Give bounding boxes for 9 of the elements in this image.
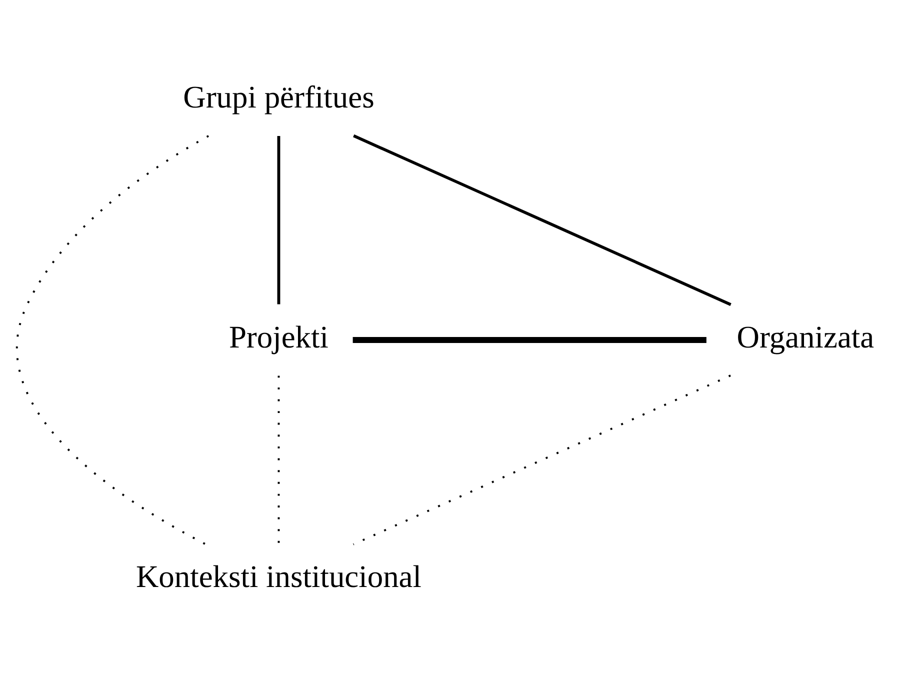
node-text: Organizata	[736, 319, 874, 354]
node-text: Projekti	[228, 319, 329, 354]
connector	[353, 134, 732, 306]
connector	[277, 136, 280, 304]
connector	[352, 337, 706, 343]
node-text: Grupi përfitues	[183, 80, 374, 115]
connector	[16, 135, 209, 545]
node-text: Konteksti institucional	[136, 559, 422, 594]
connector	[352, 374, 731, 546]
